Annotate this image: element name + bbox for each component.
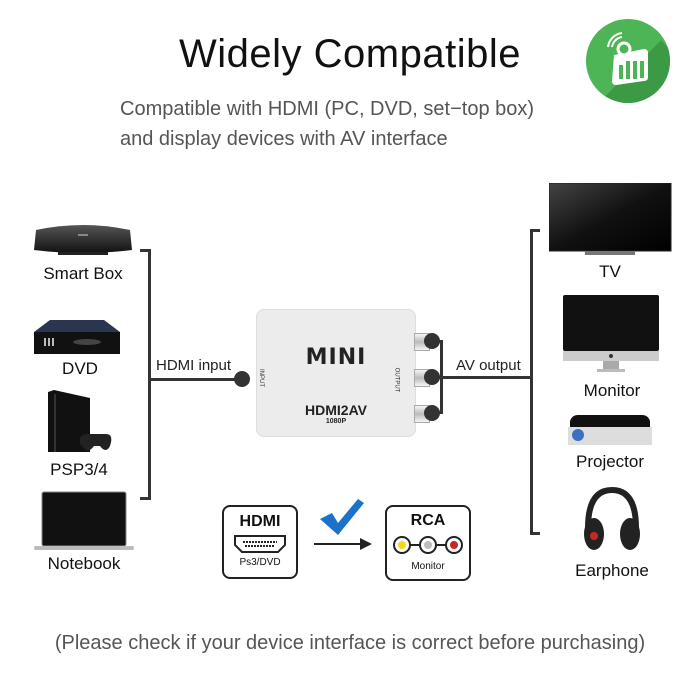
av-output-line: [432, 376, 532, 379]
monitor-icon: [563, 295, 659, 372]
av-stub-1: [432, 340, 442, 343]
device-label-notebook: Notebook: [47, 554, 121, 573]
page-title: Widely Compatible: [179, 32, 521, 76]
input-bracket-top: [140, 249, 150, 252]
rca-connectors-icon: [393, 536, 463, 554]
device-label-tv: TV: [599, 262, 621, 281]
tv-icon: [548, 182, 672, 255]
device-label-monitor: Monitor: [583, 381, 641, 400]
device-tv: [548, 182, 673, 258]
subtitle-line-2: and display devices with AV interface: [120, 128, 448, 150]
device-monitor: [563, 295, 659, 373]
set-top-box-icon: [34, 225, 132, 255]
hdmi-input-line: [148, 378, 244, 381]
hdmi-source-caption: Ps3/DVD: [239, 557, 281, 568]
dvd-player-icon: [34, 320, 120, 354]
adapter-resolution: 1080P: [325, 418, 347, 425]
hdmi-source-title: HDMI: [239, 513, 281, 530]
rca-target-caption: Monitor: [411, 561, 445, 572]
device-dvd: [32, 318, 122, 356]
adapter-input-port-label: INPUT: [258, 369, 264, 387]
headphones-icon: [584, 486, 640, 550]
av-stub-3: [432, 411, 442, 414]
device-projector: [566, 413, 654, 449]
brand-logo-icon: [586, 19, 670, 103]
adapter-brand: MINI: [305, 345, 367, 370]
laptop-icon: [34, 491, 134, 550]
output-bracket-bottom: [530, 532, 540, 535]
hdmi-input-label: HDMI input: [156, 357, 232, 374]
projector-icon: [568, 415, 652, 445]
input-bracket-vertical: [148, 249, 151, 500]
device-label-smart-box: Smart Box: [43, 264, 123, 283]
av-output-label: AV output: [456, 357, 521, 374]
adapter-output-port-label: OUTPUT: [393, 367, 400, 393]
rca-target-title: RCA: [410, 512, 446, 529]
arrow-right-icon: [314, 538, 372, 550]
device-label-dvd: DVD: [62, 359, 98, 378]
hdmi-source-box: HDMI Ps3/DVD: [222, 505, 298, 579]
device-game-console: [44, 390, 114, 456]
output-bracket-top: [530, 229, 540, 232]
subtitle-line-1: Compatible with HDMI (PC, DVD, set−top b…: [120, 98, 535, 120]
footer-note: (Please check if your device interface i…: [54, 632, 646, 654]
device-label-psp: PSP3/4: [50, 460, 108, 479]
device-label-projector: Projector: [575, 452, 645, 471]
hdmi-port-icon: [234, 535, 286, 553]
hdmi2av-adapter: MINI HDMI2AV 1080P INPUT OUTPUT: [256, 309, 416, 437]
checkmark-icon: [320, 499, 364, 535]
rca-target-box: RCA Monitor: [385, 505, 471, 581]
device-earphone: [580, 484, 644, 556]
output-bracket-vertical: [530, 229, 533, 535]
device-label-earphone: Earphone: [575, 561, 649, 580]
input-bracket-bottom: [140, 497, 150, 500]
adapter-model: HDMI2AV: [305, 402, 367, 418]
hdmi-input-connector-dot: [234, 371, 250, 387]
device-smart-box: [28, 222, 138, 262]
device-notebook: [34, 490, 134, 552]
game-console-icon: [48, 390, 112, 452]
